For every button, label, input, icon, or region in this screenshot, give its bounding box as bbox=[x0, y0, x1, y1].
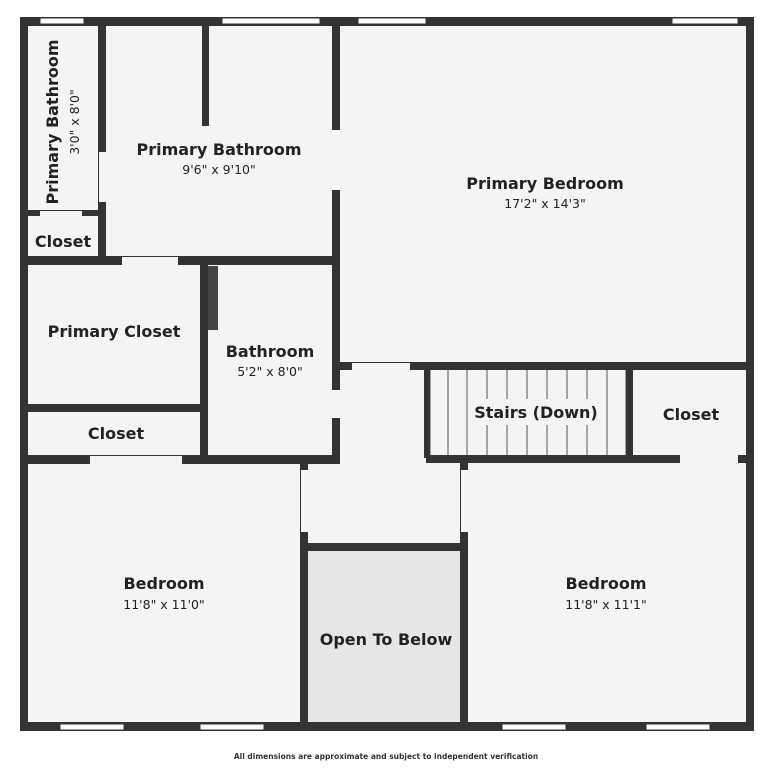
room-stairs: Stairs (Down) bbox=[470, 399, 602, 425]
room-bedroom-left: Bedroom 11'8" x 11'0" bbox=[123, 574, 204, 612]
room-dims: 11'8" x 11'1" bbox=[565, 597, 646, 612]
room-name: Closet bbox=[35, 232, 92, 251]
room-primary-bedroom: Primary Bedroom 17'2" x 14'3" bbox=[466, 174, 624, 211]
room-bedroom-right: Bedroom 11'8" x 11'1" bbox=[565, 574, 646, 612]
room-name: Primary Bedroom bbox=[466, 174, 624, 193]
room-name: Bathroom bbox=[226, 342, 315, 361]
windows bbox=[39, 17, 739, 731]
room-dims: 3'0" x 8'0" bbox=[67, 89, 82, 155]
room-name: Closet bbox=[88, 424, 145, 443]
room-primary-bathroom: Primary Bathroom 9'6" x 9'10" bbox=[136, 140, 301, 177]
room-name: Stairs (Down) bbox=[474, 403, 598, 422]
room-dims: 17'2" x 14'3" bbox=[504, 196, 585, 211]
room-dims: 5'2" x 8'0" bbox=[237, 364, 303, 379]
room-name: Primary Bathroom bbox=[136, 140, 301, 159]
room-name: Closet bbox=[663, 405, 720, 424]
room-name: Primary Bathroom bbox=[43, 39, 62, 204]
disclaimer-text: All dimensions are approximate and subje… bbox=[233, 752, 539, 761]
room-name: Bedroom bbox=[123, 574, 204, 593]
room-closet-right: Closet bbox=[663, 405, 720, 424]
room-name: Bedroom bbox=[565, 574, 646, 593]
room-name: Primary Closet bbox=[48, 322, 181, 341]
room-dims: 11'8" x 11'0" bbox=[123, 597, 204, 612]
room-name: Open To Below bbox=[320, 630, 453, 649]
room-bathroom: Bathroom 5'2" x 8'0" bbox=[226, 342, 315, 379]
door-openings bbox=[40, 152, 738, 532]
room-dims: 9'6" x 9'10" bbox=[182, 162, 255, 177]
room-open-to-below: Open To Below bbox=[320, 630, 453, 649]
room-primary-closet: Primary Closet bbox=[48, 322, 181, 341]
room-closet-small: Closet bbox=[35, 232, 92, 251]
open-to-below-area bbox=[307, 548, 464, 726]
room-primary-bathroom-small: Primary Bathroom 3'0" x 8'0" bbox=[43, 39, 82, 204]
floor-plan: Primary Bathroom 3'0" x 8'0" Primary Bat… bbox=[20, 17, 754, 731]
room-closet-left: Closet bbox=[88, 424, 145, 443]
